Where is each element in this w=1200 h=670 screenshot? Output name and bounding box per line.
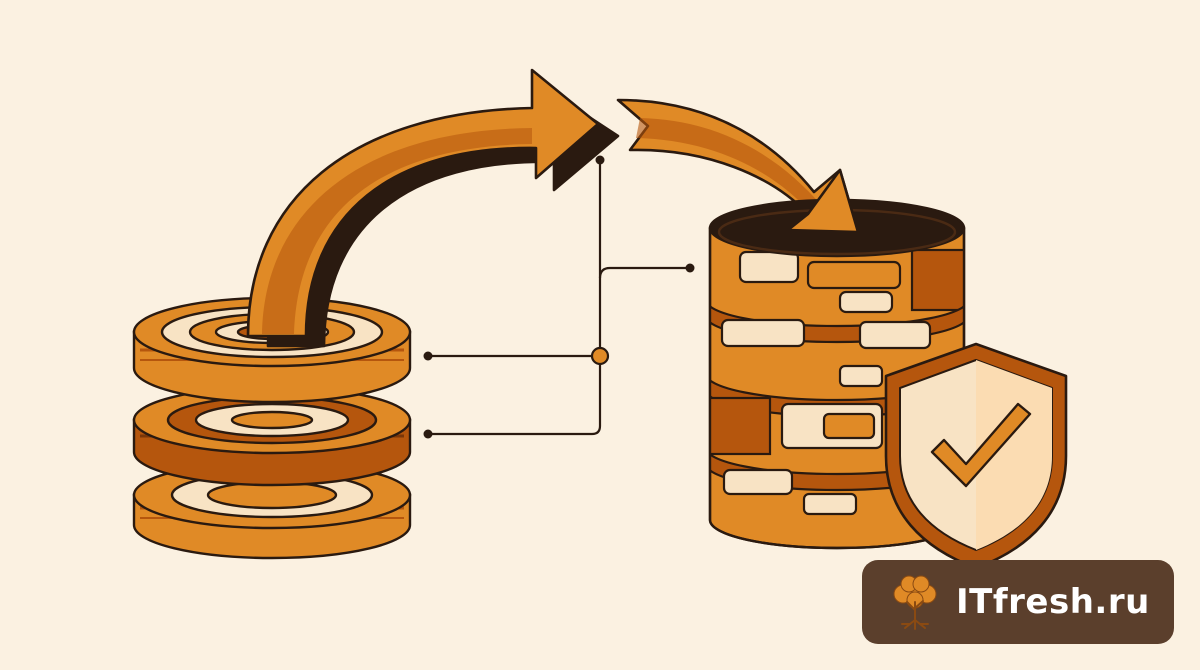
connector-lines <box>428 160 690 436</box>
curved-arrow-icon <box>246 68 620 348</box>
brand-badge[interactable]: ITfresh.ru <box>862 560 1174 644</box>
disk-middle <box>132 385 412 487</box>
tree-icon <box>893 575 937 630</box>
brand-name: ITfresh.ru <box>956 582 1150 622</box>
connector-hub <box>590 346 610 366</box>
arrow-tip <box>786 168 860 234</box>
shield-check-icon <box>884 342 1068 570</box>
connector-nodes <box>423 155 695 439</box>
